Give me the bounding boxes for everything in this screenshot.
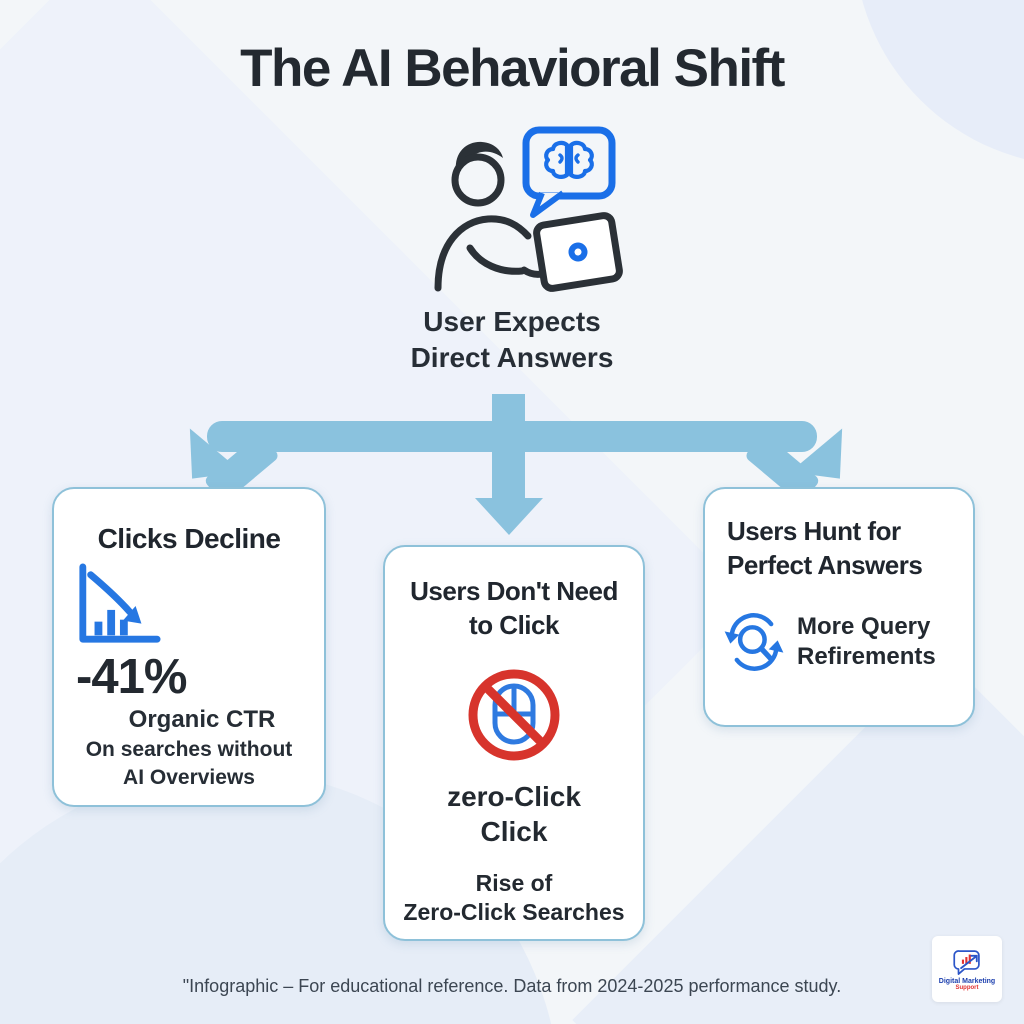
- stat-description-line2: AI Overviews: [123, 765, 255, 789]
- refinements-label: More Query Refirements: [797, 612, 936, 672]
- stat-label: Organic CTR: [128, 706, 276, 733]
- declining-chart-icon: [79, 563, 161, 643]
- refinements-row: More Query Refirements: [723, 611, 973, 673]
- user-with-tablet-ai-bubble-icon: [434, 126, 623, 292]
- logo-chart-bubble-icon: [953, 949, 980, 975]
- page-title: The AI Behavioral Shift: [240, 39, 785, 98]
- card-title-line2: Perfect Answers: [727, 549, 923, 580]
- zero-click-subtext: Rise of Zero-Click Searches: [385, 869, 643, 929]
- branch-arrow-down-head: [475, 498, 543, 535]
- card-title: Clicks Decline: [97, 523, 281, 554]
- hero-label: User Expects Direct Answers: [0, 304, 1024, 375]
- refresh-search-icon: [724, 612, 784, 671]
- card-title-line1: Users Hunt for: [727, 516, 901, 546]
- card-title-line1: Users Don't Need: [410, 576, 618, 606]
- card-title: Users Hunt for Perfect Answers: [727, 515, 959, 583]
- hero-label-line1: User Expects: [423, 306, 601, 337]
- no-mouse-click-icon: [468, 669, 560, 761]
- hero-label-line2: Direct Answers: [410, 341, 614, 373]
- card-title-line2: to Click: [469, 609, 559, 640]
- logo-name: Digital Marketing: [938, 977, 996, 985]
- card-query-refinements: Users Hunt for Perfect Answers More Quer…: [703, 487, 975, 727]
- refinements-label-line2: Refirements: [797, 642, 936, 670]
- footnote: "Infographic – For educational reference…: [182, 976, 842, 996]
- refinements-label-line1: More Query: [797, 612, 931, 640]
- brand-logo: Digital Marketing Support: [932, 936, 1002, 1002]
- card-clicks-decline: Clicks Decline -41% Organic CTR On searc…: [52, 487, 326, 807]
- zero-click-subtext-line1: Rise of: [475, 869, 553, 896]
- logo-subname: Support: [955, 984, 979, 991]
- stat-description-line1: On searches without: [85, 738, 293, 761]
- zero-click-caption-line2: Click: [480, 815, 548, 847]
- zero-click-caption: zero-Click Click: [385, 779, 643, 849]
- zero-click-caption-line1: zero-Click: [447, 780, 581, 812]
- branch-arrow-horizontal-bar: [207, 421, 817, 452]
- zero-click-subtext-line2: Zero-Click Searches: [403, 899, 625, 926]
- card-zero-click: Users Don't Need to Click zero-Click Cli…: [383, 545, 645, 941]
- stat-value: -41%: [76, 650, 187, 704]
- stat-description: On searches without AI Overviews: [54, 736, 324, 791]
- card-title: Users Don't Need to Click: [389, 575, 639, 643]
